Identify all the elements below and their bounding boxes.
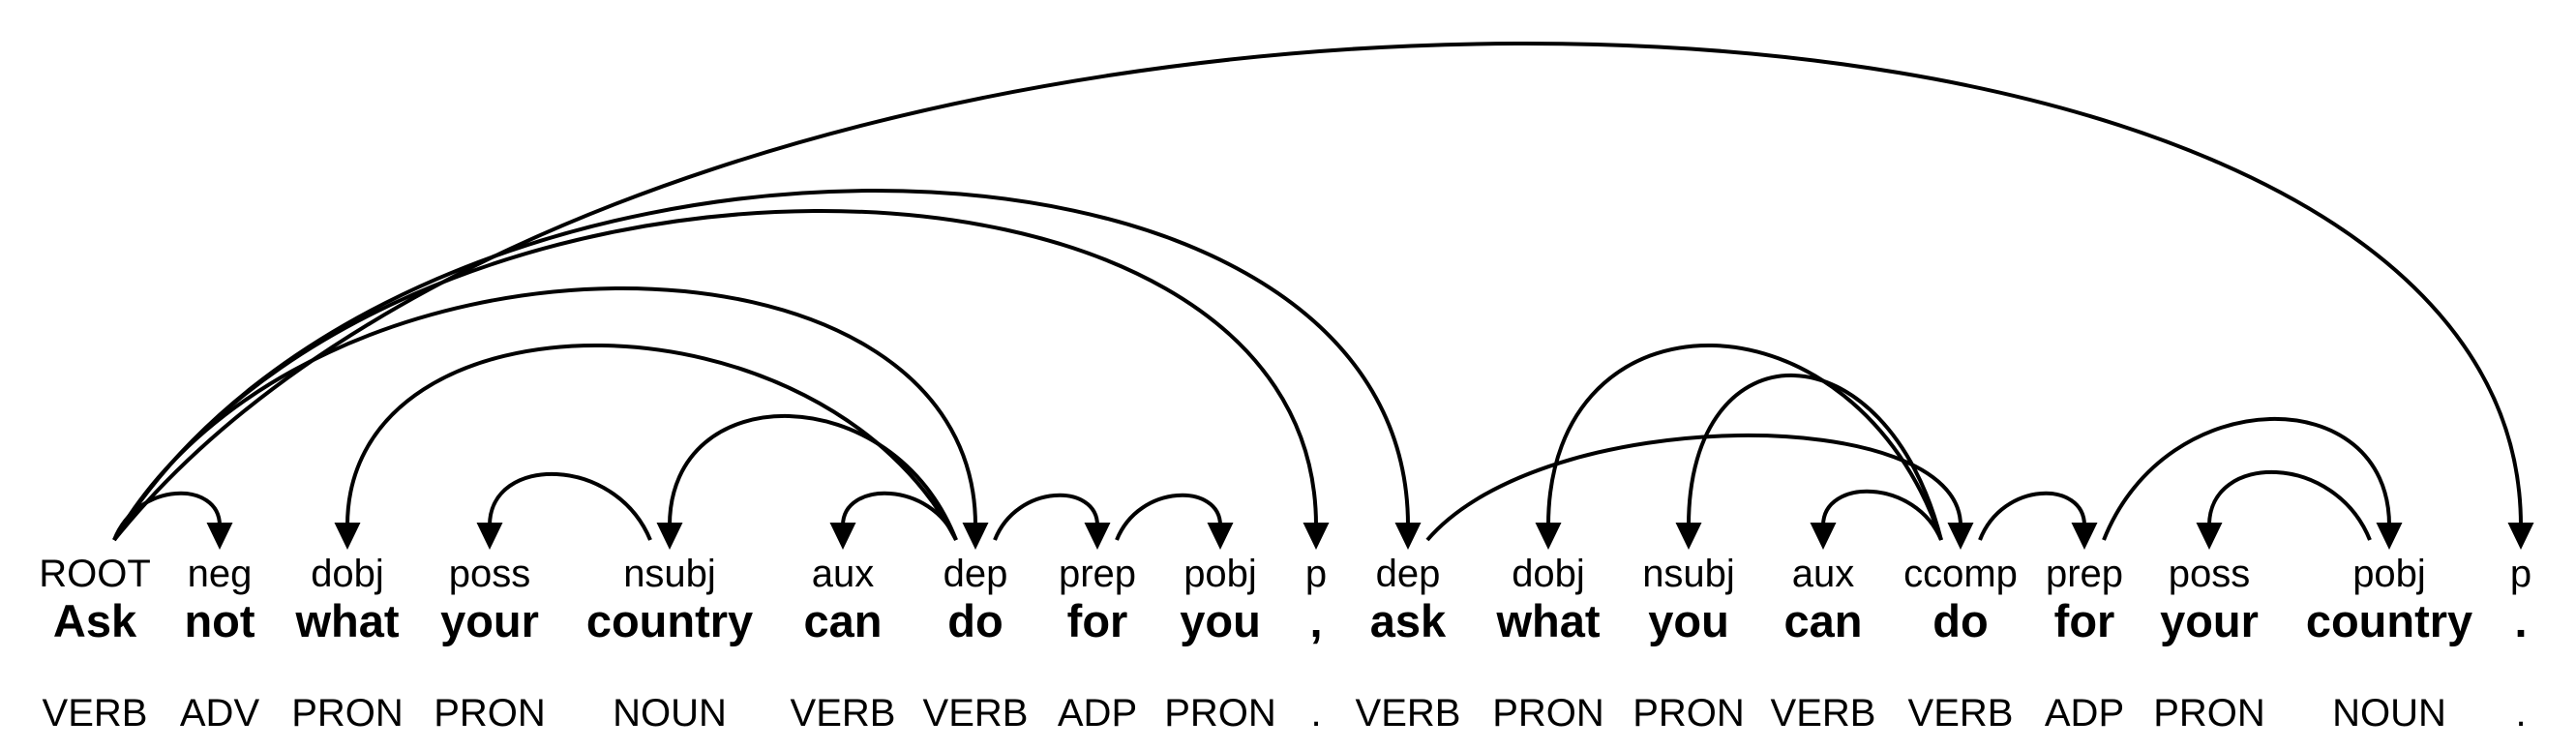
pos-tag-17: PRON <box>2153 692 2265 735</box>
token-word-12: what <box>1495 595 1600 646</box>
dependency-arc-ccomp-15 <box>1425 434 1962 542</box>
token-word-16: for <box>2054 595 2115 646</box>
arc-arrowhead-7 <box>962 523 989 550</box>
token-word-7: do <box>947 595 1003 646</box>
token-word-4: your <box>440 595 539 646</box>
dependency-arc-poss-4 <box>488 471 652 541</box>
dep-label-17: poss <box>2169 553 2251 595</box>
pos-tag-16: ADP <box>2045 692 2124 735</box>
dep-label-12: dobj <box>1512 553 1585 595</box>
dependency-arc-p-19 <box>112 42 2523 542</box>
pos-tag-9: PRON <box>1164 692 1276 735</box>
token-word-8: for <box>1067 595 1128 646</box>
arc-arrowhead-8 <box>1084 523 1111 550</box>
dep-label-9: pobj <box>1183 553 1257 595</box>
token-word-17: your <box>2160 595 2259 646</box>
dep-label-10: p <box>1305 553 1327 595</box>
dependency-arc-p-10 <box>112 209 1318 542</box>
arc-arrowhead-17 <box>2196 523 2223 550</box>
pos-tag-8: ADP <box>1058 692 1137 735</box>
arc-arrowhead-3 <box>334 523 361 550</box>
dependency-arc-aux-6 <box>841 491 958 541</box>
pos-tag-18: NOUN <box>2332 692 2446 735</box>
dep-label-19: p <box>2510 553 2531 595</box>
dep-label-7: dep <box>944 553 1008 595</box>
pos-tag-10: . <box>1310 692 1321 735</box>
dependency-arc-dep-7 <box>112 285 977 541</box>
pos-tag-3: PRON <box>291 692 404 735</box>
dependency-arc-aux-14 <box>1821 489 1943 541</box>
arc-arrowhead-16 <box>2071 523 2098 550</box>
dependency-arc-dobj-12 <box>1546 344 1943 541</box>
dependency-arc-dobj-3 <box>345 344 958 541</box>
dep-label-4: poss <box>449 553 531 595</box>
token-word-3: what <box>294 595 399 646</box>
arc-arrowhead-6 <box>829 523 856 550</box>
dependency-arc-nsubj-13 <box>1687 373 1943 541</box>
pos-tag-7: VERB <box>923 692 1029 735</box>
arc-arrowhead-19 <box>2507 523 2534 550</box>
token-word-19: . <box>2514 595 2527 646</box>
pos-tag-5: NOUN <box>613 692 727 735</box>
dependency-arc-pobj-9 <box>1115 494 1222 541</box>
pos-tag-11: VERB <box>1356 692 1461 735</box>
dep-label-1: ROOT <box>39 553 151 595</box>
pos-tag-2: ADV <box>180 692 260 735</box>
dependency-arc-pobj-18 <box>2102 416 2391 541</box>
dep-label-18: pobj <box>2352 553 2426 595</box>
dependency-arc-nsubj-5 <box>668 413 958 541</box>
token-word-1: Ask <box>53 595 137 646</box>
token-word-2: not <box>184 595 255 646</box>
pos-tag-14: VERB <box>1771 692 1876 735</box>
dependency-arc-poss-17 <box>2207 470 2372 541</box>
arc-arrowhead-14 <box>1810 523 1837 550</box>
dep-label-8: prep <box>1059 553 1136 595</box>
dependency-arc-prep-16 <box>1978 491 2086 541</box>
dep-label-2: neg <box>188 553 253 595</box>
pos-tag-13: PRON <box>1632 692 1745 735</box>
dep-label-14: aux <box>1792 553 1855 595</box>
token-word-11: ask <box>1370 595 1447 646</box>
dep-label-13: nsubj <box>1642 553 1735 595</box>
pos-tag-4: PRON <box>434 692 546 735</box>
dep-label-16: prep <box>2046 553 2123 595</box>
pos-tag-1: VERB <box>43 692 148 735</box>
token-word-14: can <box>1784 595 1863 646</box>
token-word-5: country <box>586 595 753 646</box>
dep-label-15: ccomp <box>1903 553 2018 595</box>
pos-tag-6: VERB <box>791 692 896 735</box>
dep-label-5: nsubj <box>623 553 716 595</box>
token-word-6: can <box>804 595 883 646</box>
dep-label-3: dobj <box>311 553 384 595</box>
arc-arrowhead-18 <box>2376 523 2403 550</box>
pos-tag-12: PRON <box>1492 692 1604 735</box>
arc-arrowhead-2 <box>206 523 233 550</box>
arc-arrowhead-5 <box>656 523 683 550</box>
token-word-10: , <box>1309 595 1322 646</box>
dep-label-6: aux <box>812 553 875 595</box>
pos-tag-15: VERB <box>1908 692 2014 735</box>
dep-label-11: dep <box>1376 553 1441 595</box>
arc-arrowhead-9 <box>1207 523 1234 550</box>
token-word-13: you <box>1648 595 1729 646</box>
arc-arrowhead-10 <box>1303 523 1330 550</box>
dependency-arc-prep-8 <box>993 494 1099 541</box>
arc-arrowhead-12 <box>1535 523 1562 550</box>
pos-tag-19: . <box>2515 692 2526 735</box>
arc-arrowhead-13 <box>1675 523 1702 550</box>
arc-arrowhead-4 <box>476 523 503 550</box>
arc-arrowhead-15 <box>1947 523 1974 550</box>
token-word-15: do <box>1932 595 1988 646</box>
token-word-9: you <box>1180 595 1261 646</box>
arc-arrowhead-11 <box>1394 523 1422 550</box>
dependency-arc-dep-11 <box>112 189 1410 542</box>
token-word-18: country <box>2306 595 2472 646</box>
